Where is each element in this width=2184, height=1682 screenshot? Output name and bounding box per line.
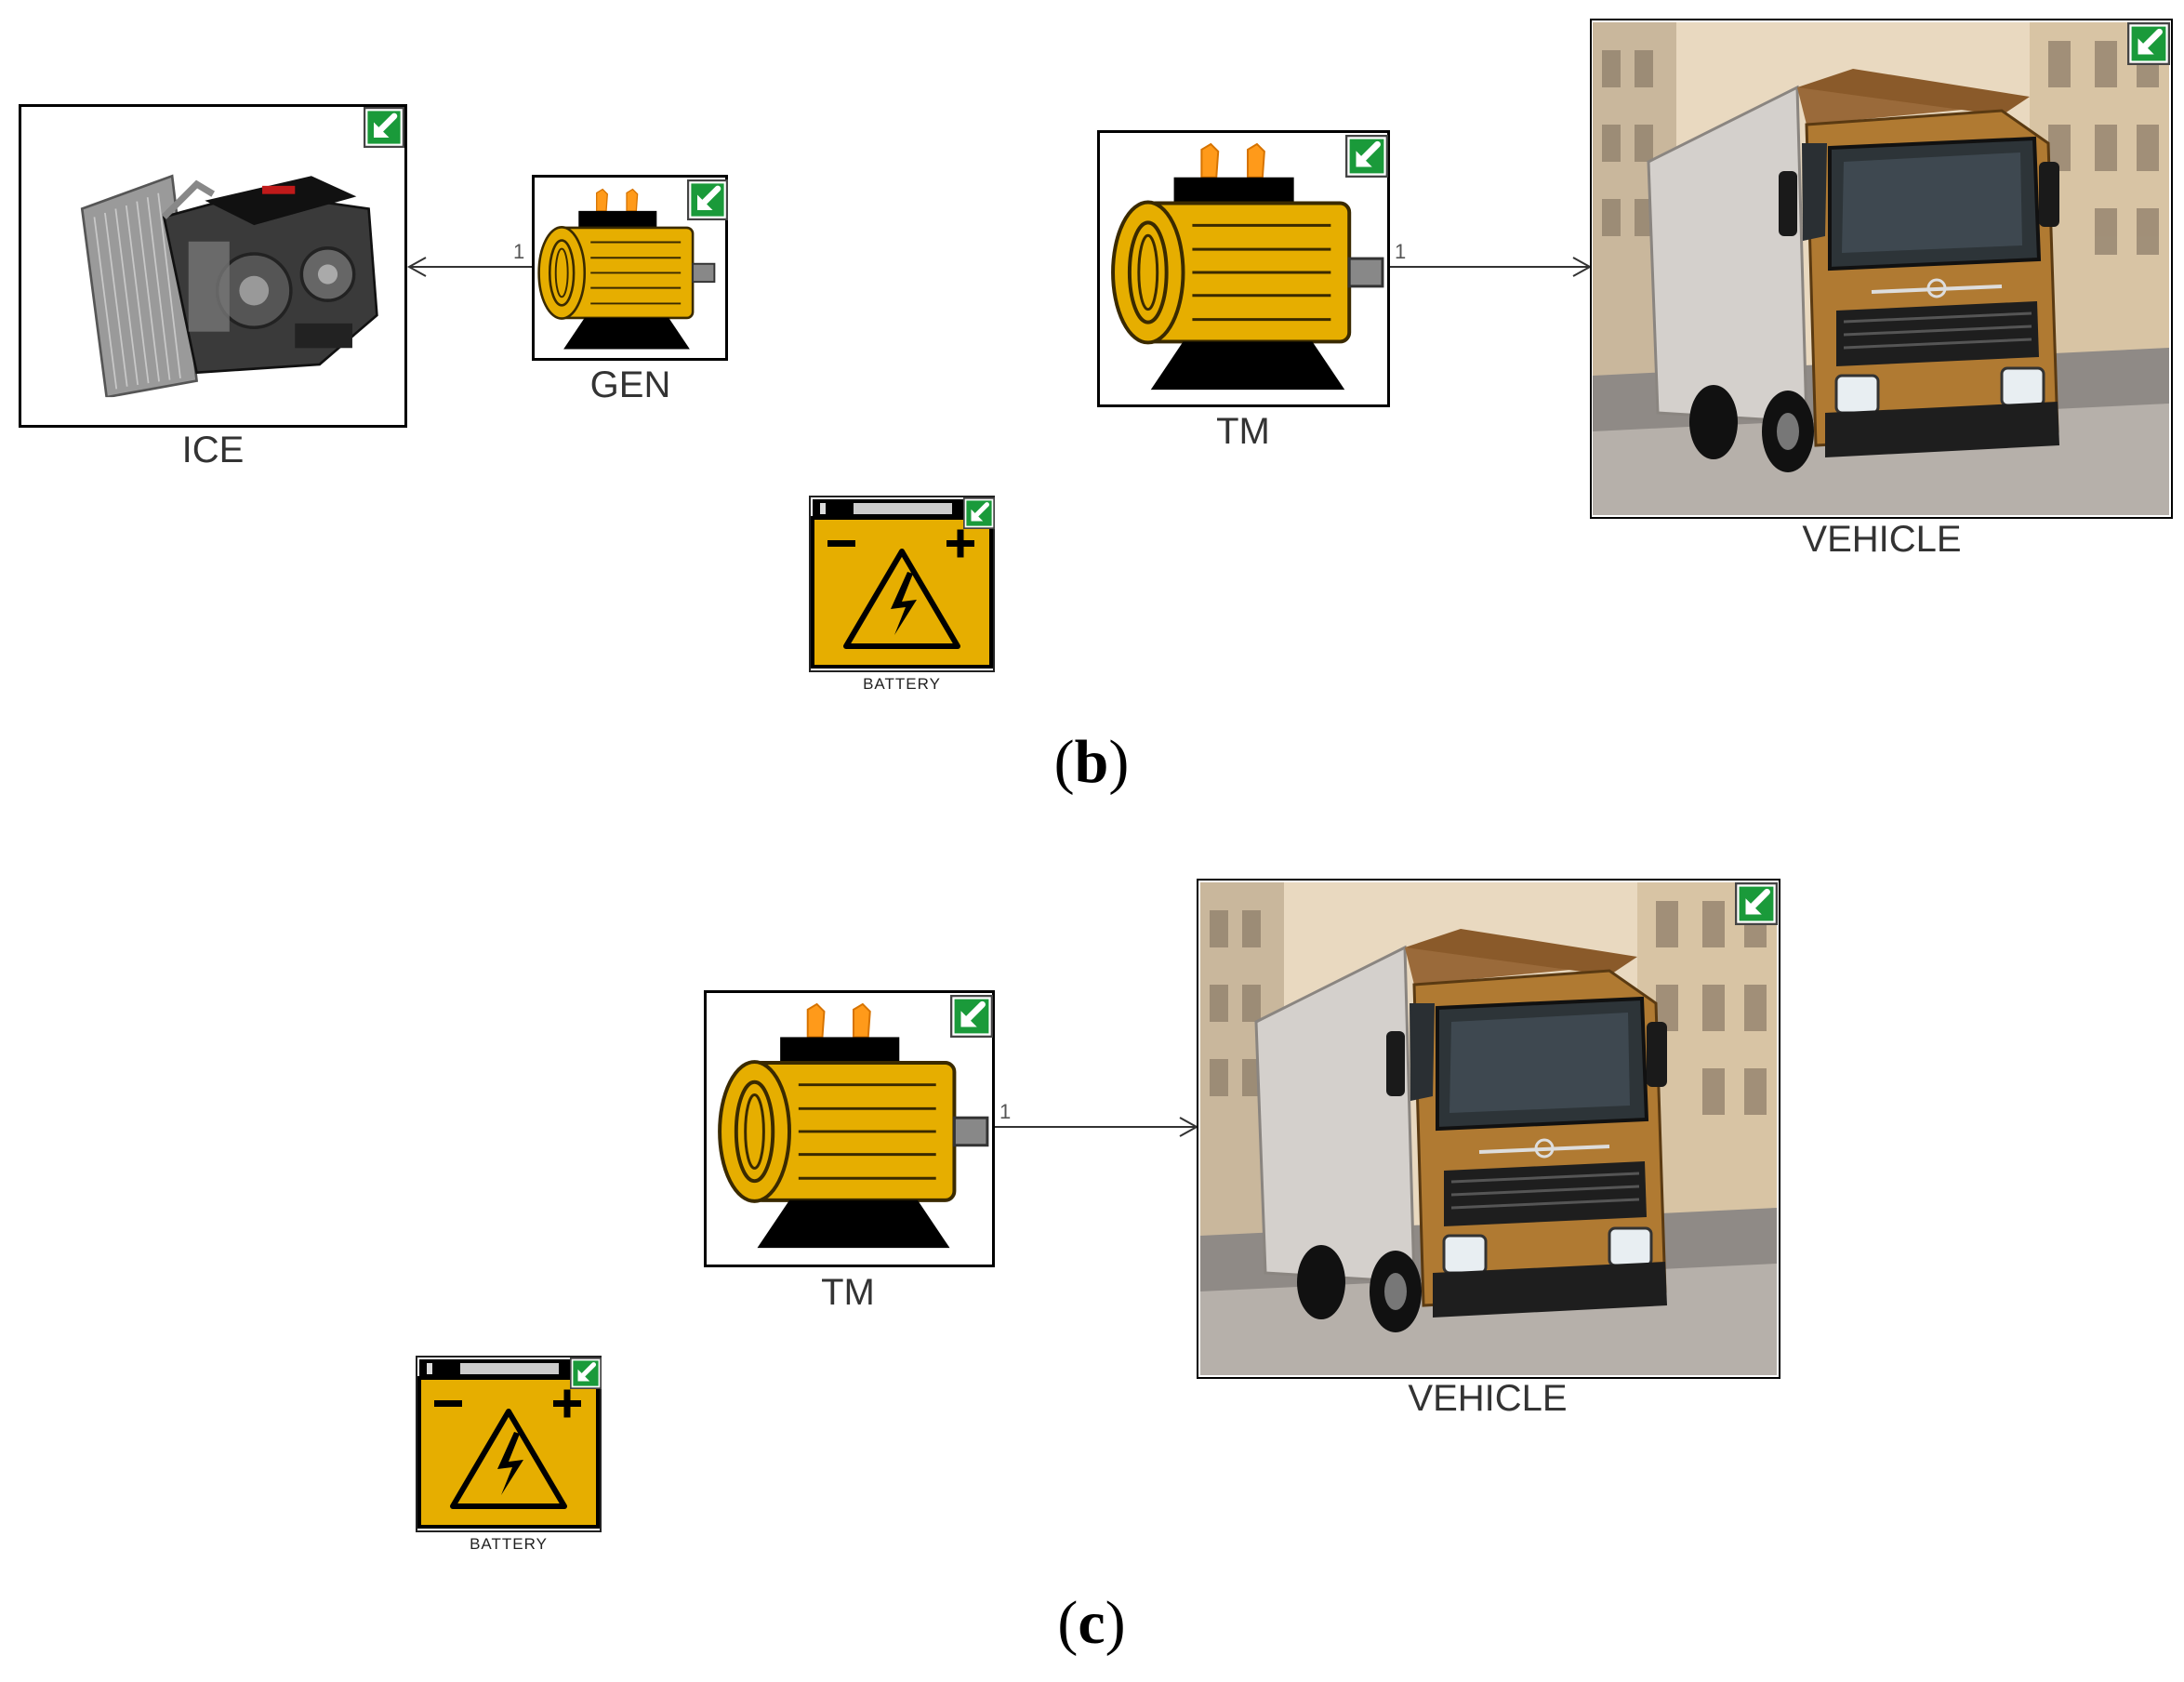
battery-badge-icon[interactable] <box>963 497 995 529</box>
vehicle-label: VEHICLE <box>1802 519 1962 560</box>
tm-label: TM <box>1216 411 1270 452</box>
tm-badge-icon[interactable] <box>950 995 993 1038</box>
gen-badge-icon[interactable] <box>687 179 728 220</box>
motor-icon <box>1109 140 1386 399</box>
vehicle-block[interactable] <box>1590 19 2173 519</box>
panel-b-caption: (b) <box>1053 728 1130 796</box>
motor-icon <box>716 1000 991 1257</box>
vehicle-badge-icon[interactable] <box>1735 882 1778 925</box>
ice-label: ICE <box>181 430 245 470</box>
vehicle-block[interactable] <box>1197 879 1780 1379</box>
tm-badge-icon[interactable] <box>1345 135 1388 178</box>
gen-block[interactable] <box>532 175 728 361</box>
gen-label: GEN <box>589 364 671 405</box>
vehicle-badge-icon[interactable] <box>2127 22 2170 65</box>
truck-image <box>1200 882 1777 1375</box>
tm-block[interactable] <box>1097 130 1390 407</box>
battery-badge-icon[interactable] <box>570 1358 602 1389</box>
tm-block[interactable] <box>704 990 995 1267</box>
engine-image <box>49 144 393 404</box>
truck-image <box>1593 22 2169 515</box>
ice-badge-icon[interactable] <box>364 107 404 148</box>
panel-c-caption: (c) <box>1057 1589 1126 1657</box>
tm-label: TM <box>821 1272 875 1313</box>
vehicle-label: VEHICLE <box>1408 1378 1568 1419</box>
battery-label: BATTERY <box>470 1535 548 1553</box>
tm-port-number: 1 <box>1395 240 1407 263</box>
gen-port-number: 1 <box>513 240 525 263</box>
ice-block[interactable] <box>19 104 407 428</box>
battery-label: BATTERY <box>863 675 941 693</box>
tm-port-number: 1 <box>999 1100 1012 1123</box>
